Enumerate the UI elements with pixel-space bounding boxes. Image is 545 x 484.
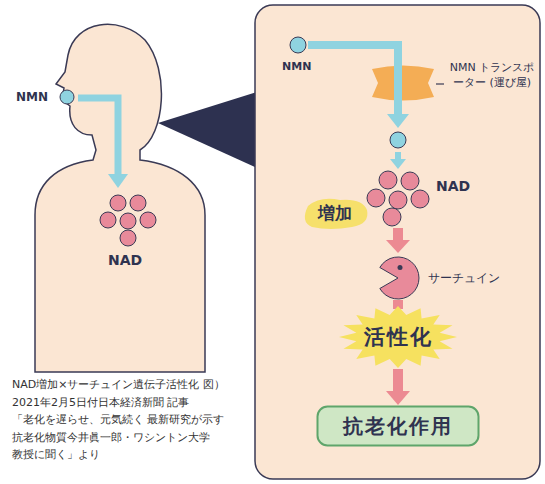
node-shape bbox=[370, 64, 436, 102]
node-text-holder: 活性化 bbox=[338, 305, 458, 369]
increase-badge: 増加 bbox=[300, 196, 370, 230]
node-label: 増加 bbox=[318, 202, 352, 225]
nad-molecule bbox=[401, 172, 419, 190]
molecule-label: NMN bbox=[16, 90, 48, 104]
nad-molecule bbox=[411, 190, 429, 208]
nmn-molecule bbox=[290, 37, 306, 53]
molecule-label: NMN bbox=[282, 60, 311, 73]
nad-molecule bbox=[379, 171, 397, 189]
small-arrow bbox=[395, 152, 401, 160]
source-caption: NAD増加×サーチュイン遺伝子活性化 図）2021年2月5日付日本経済新聞 記事… bbox=[12, 376, 254, 464]
zoom-pointer bbox=[158, 92, 257, 168]
node-text-holder: NMN トランスポーター (運び屋) bbox=[370, 64, 436, 102]
person-silhouette bbox=[35, 24, 205, 372]
leader-line bbox=[436, 83, 444, 84]
molecule-label: NAD bbox=[108, 252, 142, 268]
burst-shape bbox=[339, 306, 457, 368]
box-outline bbox=[318, 407, 479, 446]
nad-molecules bbox=[367, 171, 429, 226]
molecule-label: NAD bbox=[436, 178, 470, 194]
highlight-blob bbox=[305, 199, 368, 229]
nad-molecule bbox=[120, 230, 136, 246]
arrow-head bbox=[387, 114, 409, 128]
arrow-head bbox=[386, 240, 410, 253]
nad-molecule bbox=[140, 212, 156, 228]
node-label: NMN トランスポーター (運び屋) bbox=[446, 61, 538, 91]
zoom-panel bbox=[255, 5, 540, 479]
nad-molecule bbox=[383, 208, 401, 226]
nad-molecule bbox=[367, 189, 385, 207]
sirtuin-enzyme: サーチュイン bbox=[376, 256, 420, 300]
digestive-arrow bbox=[78, 98, 118, 176]
arrow-head bbox=[386, 391, 410, 405]
arrow-head bbox=[390, 159, 406, 169]
arrow-head bbox=[108, 174, 128, 188]
nad-molecule bbox=[389, 191, 407, 209]
node-label: サーチュイン bbox=[428, 270, 500, 287]
arrow-shaft bbox=[393, 369, 403, 393]
nmn-molecule bbox=[60, 90, 74, 104]
activation-burst: 活性化 bbox=[338, 305, 458, 369]
pink-arrow bbox=[393, 228, 403, 242]
nad-molecule bbox=[130, 195, 146, 211]
transporter-shape bbox=[372, 66, 434, 101]
node-label: 活性化 bbox=[364, 323, 433, 351]
node-shape bbox=[376, 256, 420, 300]
pacman-eye bbox=[398, 265, 403, 270]
nad-molecule bbox=[110, 195, 126, 211]
flow-arrow bbox=[386, 369, 410, 405]
node-label: 抗老化作用 bbox=[343, 413, 453, 440]
nad-molecule bbox=[120, 213, 136, 229]
node-text-holder: 増加 bbox=[300, 196, 370, 230]
transporter-protein: NMN トランスポーター (運び屋) bbox=[370, 64, 436, 102]
effect-box: 抗老化作用 bbox=[316, 405, 480, 447]
node-text-holder: サーチュイン bbox=[376, 256, 420, 300]
nmn-molecule bbox=[390, 132, 406, 148]
node-text-holder: 抗老化作用 bbox=[316, 405, 480, 447]
pacman-shape bbox=[380, 257, 419, 299]
nad-molecule bbox=[100, 212, 116, 228]
nad-molecules bbox=[100, 195, 156, 246]
